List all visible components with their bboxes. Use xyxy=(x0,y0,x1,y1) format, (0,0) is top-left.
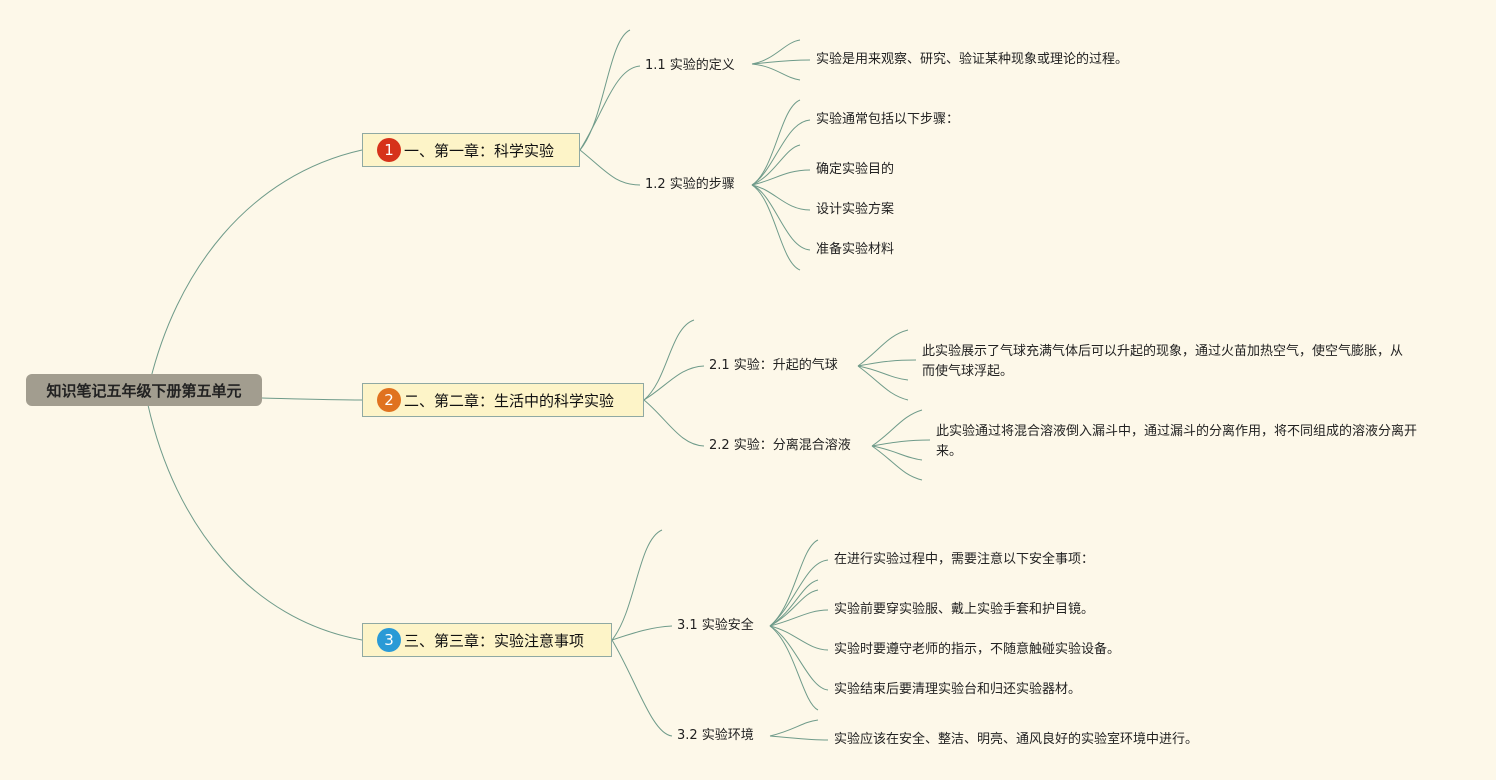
link-root-ch1 xyxy=(147,149,363,391)
link-s22-d xyxy=(871,445,923,481)
link-root-ch3 xyxy=(147,404,363,641)
leaf-1-2-4[interactable]: 准备实验材料 xyxy=(816,242,895,257)
number-badge-3: 3 xyxy=(377,628,401,652)
leaf-1-2-1[interactable]: 实验通常包括以下步骤： xyxy=(816,112,960,127)
leaf-3-1-4[interactable]: 实验结束后要清理实验台和归还实验器材。 xyxy=(834,682,1082,697)
chapter-2-label: 二、第二章：生活中的科学实验 xyxy=(404,391,615,410)
link-s11-c xyxy=(751,63,801,81)
leaf-1-1-1[interactable]: 实验是用来观察、研究、验证某种现象或理论的过程。 xyxy=(816,52,1129,67)
subtopic-2-1[interactable]: 2.1 实验：升起的气球 xyxy=(709,358,838,373)
link-ch2-sub22 xyxy=(643,399,705,447)
leaf-3-2-1[interactable]: 实验应该在安全、整洁、明亮、通风良好的实验室环境中进行。 xyxy=(834,732,1199,747)
leaf-1-2-3[interactable]: 设计实验方案 xyxy=(816,202,895,217)
link-s31-f xyxy=(769,625,829,651)
link-root-ch2 xyxy=(261,397,363,401)
link-s12-d xyxy=(751,169,811,186)
link-s12-f xyxy=(751,184,811,251)
link-s31-h xyxy=(769,625,819,711)
link-s11-b xyxy=(751,59,811,65)
link-ch3-sub32 xyxy=(611,639,673,737)
leaf-3-1-1[interactable]: 在进行实验过程中，需要注意以下安全事项： xyxy=(834,552,1095,567)
number-badge-1: 1 xyxy=(377,138,401,162)
subtopic-3-2[interactable]: 3.2 实验环境 xyxy=(677,728,754,743)
chapter-2[interactable]: 2 二、第二章：生活中的科学实验 xyxy=(362,383,644,417)
link-s12-b xyxy=(751,119,811,186)
link-s12-g xyxy=(751,184,801,271)
chapter-1[interactable]: 1 一、第一章：科学实验 xyxy=(362,133,580,167)
link-ch2-top xyxy=(643,319,695,401)
link-s31-e xyxy=(769,609,829,627)
link-s22-a xyxy=(871,409,923,447)
link-s31-c xyxy=(769,579,819,627)
link-s31-g xyxy=(769,625,829,691)
link-s12-e xyxy=(751,184,811,211)
link-s31-a xyxy=(769,539,819,627)
root-topic-label: 知识笔记五年级下册第五单元 xyxy=(46,381,242,400)
root-topic[interactable]: 知识笔记五年级下册第五单元 xyxy=(26,374,262,406)
link-ch3-sub31 xyxy=(611,625,673,641)
chapter-3-label: 三、第三章：实验注意事项 xyxy=(404,631,585,650)
link-ch2-sub21 xyxy=(643,365,705,401)
leaf-3-1-3[interactable]: 实验时要遵守老师的指示，不随意触碰实验设备。 xyxy=(834,642,1121,657)
link-s22-b xyxy=(871,439,931,447)
link-s32-a xyxy=(769,719,819,737)
number-badge-2: 2 xyxy=(377,388,401,412)
link-s11-a xyxy=(751,39,801,65)
chapter-1-label: 一、第一章：科学实验 xyxy=(404,141,555,160)
link-ch1-sub12 xyxy=(579,149,641,186)
leaf-2-2-1[interactable]: 此实验通过将混合溶液倒入漏斗中，通过漏斗的分离作用，将不同组成的溶液分离开来。 xyxy=(936,424,1418,459)
leaf-3-1-2[interactable]: 实验前要穿实验服、戴上实验手套和护目镜。 xyxy=(834,602,1095,617)
link-s21-b xyxy=(857,359,917,367)
link-s21-c xyxy=(857,365,909,381)
link-s21-a xyxy=(857,329,909,367)
link-s32-b xyxy=(769,735,829,741)
leaf-1-2-2[interactable]: 确定实验目的 xyxy=(816,162,895,177)
link-s31-d xyxy=(769,589,819,627)
link-s12-a xyxy=(751,99,801,186)
link-s21-d xyxy=(857,365,909,401)
link-s22-c xyxy=(871,445,923,461)
link-s12-c xyxy=(751,144,801,186)
link-ch3-top xyxy=(611,529,663,641)
link-ch1-sub11 xyxy=(579,65,641,151)
subtopic-1-1[interactable]: 1.1 实验的定义 xyxy=(645,58,735,73)
chapter-3[interactable]: 3 三、第三章：实验注意事项 xyxy=(362,623,612,657)
subtopic-1-2[interactable]: 1.2 实验的步骤 xyxy=(645,177,735,192)
link-ch1-top xyxy=(579,29,631,151)
subtopic-2-2[interactable]: 2.2 实验：分离混合溶液 xyxy=(709,438,851,453)
link-s31-b xyxy=(769,559,829,627)
leaf-2-1-1[interactable]: 此实验展示了气球充满气体后可以升起的现象，通过火苗加热空气，使空气膨胀，从而使气… xyxy=(922,344,1404,379)
subtopic-3-1[interactable]: 3.1 实验安全 xyxy=(677,618,754,633)
